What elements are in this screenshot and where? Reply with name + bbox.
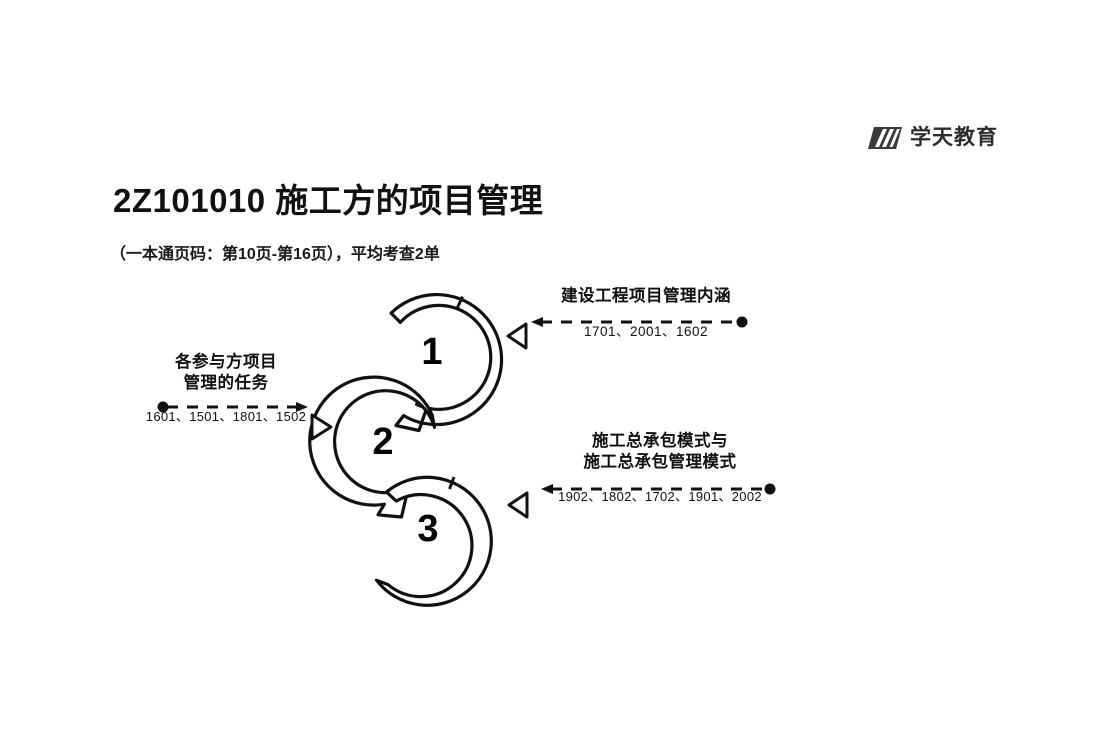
callout-headline: 建设工程项目管理内涵 [533, 286, 759, 307]
callout-codes: 1701、2001、1602 [583, 324, 709, 339]
brand-logo: 学天教育 [868, 126, 998, 150]
callout-participant-tasks: 各参与方项目 管理的任务 1601、1501、1801、1502 [136, 352, 316, 425]
callout-headline-line: 施工总承包模式与 [592, 432, 728, 450]
callout-general-contracting-modes: 施工总承包模式与 施工总承包管理模式 1902、1802、1702、1901、2… [534, 431, 786, 505]
callout-headline-line: 建设工程项目管理内涵 [561, 287, 731, 305]
ring-3-label: 3 [417, 508, 439, 550]
page-subtitle: （一本通页码：第10页-第16页），平均考查2单 [110, 246, 440, 263]
callout-headline-line: 管理的任务 [183, 374, 269, 392]
page-title: 2Z101010 施工方的项目管理 [113, 182, 544, 219]
callout-headline: 各参与方项目 管理的任务 [136, 352, 316, 394]
brand-name: 学天教育 [910, 126, 998, 149]
dashed-arrow-left-connector-top [531, 316, 748, 328]
dashed-arrow-right-connector-left [157, 401, 308, 413]
callout-headline-line: 施工总承包管理模式 [583, 453, 737, 471]
dashed-arrow-left-connector-bottom [541, 483, 776, 495]
xuetian-parallelogram-logo-icon [868, 127, 902, 149]
callout-codes: 1902、1802、1702、1901、2002 [558, 489, 762, 504]
callout-headline-line: 各参与方项目 [175, 353, 277, 371]
ring-2-label: 2 [372, 421, 394, 463]
hollow-triangle-left-icon-bottom [507, 491, 529, 519]
hollow-triangle-left-icon-top [506, 322, 528, 350]
ring-2 [308, 375, 437, 519]
ring-1-label: 1 [421, 331, 443, 373]
hollow-triangle-right-icon-left [310, 413, 333, 441]
ring-1 [389, 293, 504, 433]
callout-project-management-connotation: 建设工程项目管理内涵 1701、2001、1602 [533, 286, 759, 340]
ring-3 [374, 475, 493, 607]
callout-headline: 施工总承包模式与 施工总承包管理模式 [534, 431, 786, 473]
callout-codes: 1601、1501、1801、1502 [145, 409, 307, 424]
